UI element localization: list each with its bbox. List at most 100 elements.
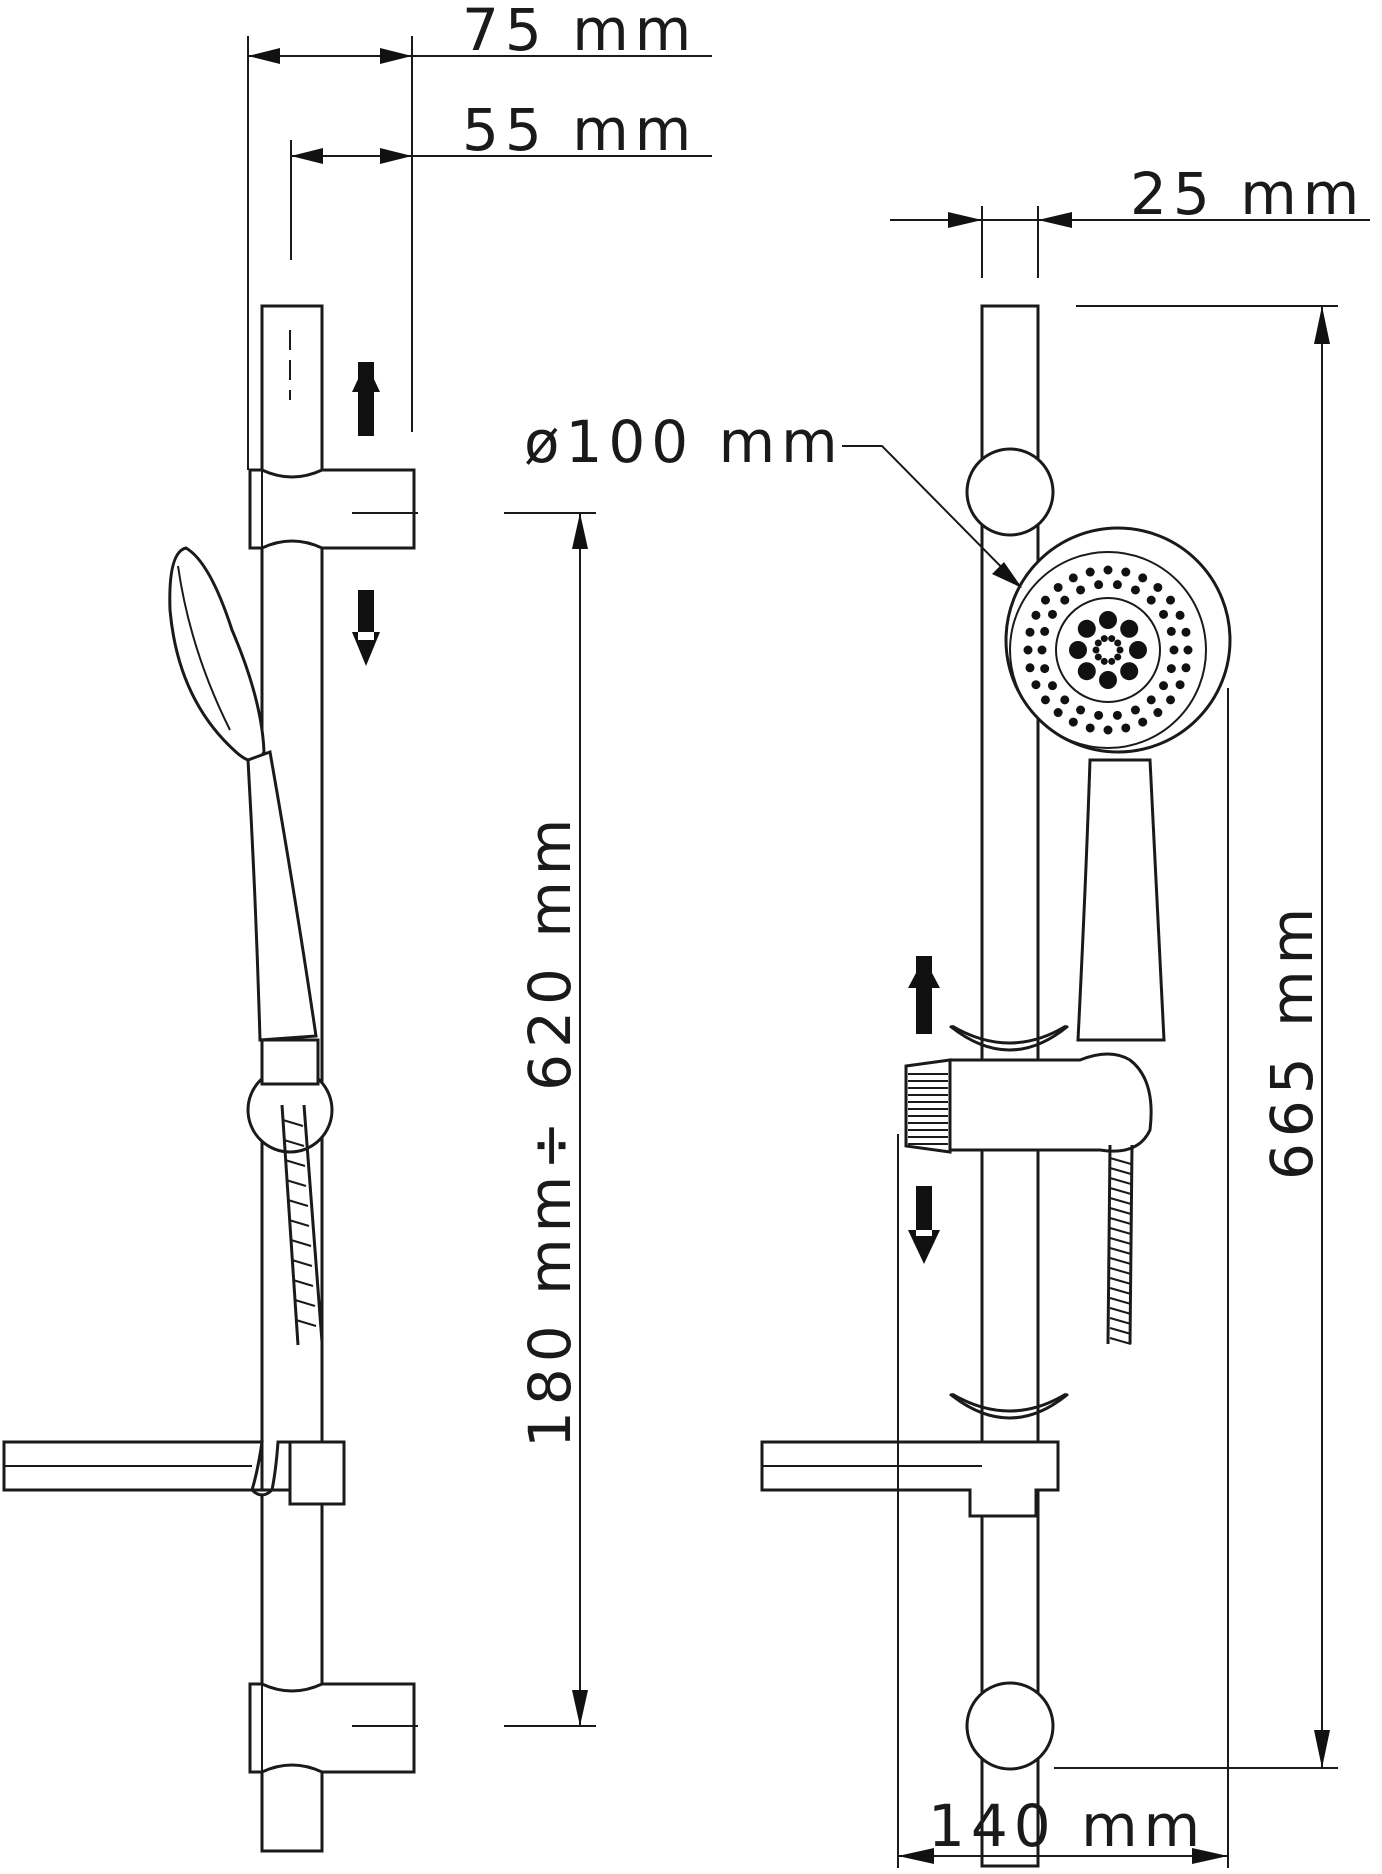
side-bottom-wall-bracket [248,1682,416,1774]
hose-coil [1109,1257,1132,1265]
spray-nozzle [1181,627,1191,637]
spray-nozzle [1085,567,1095,577]
spray-nozzle [1031,610,1041,620]
front-shower-holder [948,1052,1153,1153]
spray-nozzle [1159,609,1169,619]
spray-nozzle [1129,641,1147,659]
spray-nozzle [1099,611,1117,629]
side-shower-head [168,546,266,763]
spray-nozzle [1121,567,1131,577]
spray-nozzle [1040,626,1050,636]
side-view [2,304,416,1853]
spray-nozzle [1099,671,1117,689]
hose-coil [1109,1337,1132,1345]
front-top-bracket [965,447,1055,537]
spray-nozzle [1077,619,1096,638]
spray-nozzle [1100,657,1108,665]
dim-bracket-spacing: 180 mm÷ 620 mm [516,813,584,1448]
side-top-wall-bracket [248,468,416,550]
hose-coil [1109,1287,1132,1295]
front-slide-down-arrow [908,1186,940,1264]
spray-nozzle [1112,580,1122,590]
spray-nozzle [1100,635,1108,643]
spray-nozzle [1094,653,1102,661]
spray-nozzle [1069,641,1087,659]
hose-coil [1109,1177,1132,1185]
spray-nozzle [1068,717,1078,727]
spray-nozzle [1094,580,1104,590]
spray-nozzle [1166,626,1176,636]
dim-bar-diameter-lines [890,206,1370,278]
hose-coil [1109,1227,1132,1235]
spray-nozzle [1166,695,1176,705]
spray-nozzle [1175,680,1185,690]
spray-nozzle [1120,619,1139,638]
spray-nozzle [1040,595,1050,605]
spray-nozzle [1060,695,1070,705]
spray-nozzle [1060,595,1070,605]
spray-nozzle [1153,582,1163,592]
spray-nozzle [1103,725,1113,735]
spray-nozzle [1169,645,1179,655]
hose-coil [1109,1277,1132,1285]
spray-nozzle [1146,695,1156,705]
spray-nozzle [1120,662,1139,681]
spray-nozzle [1114,653,1122,661]
side-shower-handle [246,749,318,1042]
spray-nozzle [1153,708,1163,718]
spray-nozzle [1023,645,1033,655]
hose-coil [1109,1187,1132,1195]
spray-nozzle [1138,717,1148,727]
spray-nozzle [1076,705,1086,715]
dim-bracket-spacing-lines [352,512,596,1727]
spray-nozzle [1094,710,1104,720]
spray-nozzle [1116,646,1124,654]
hose-coil [1109,1217,1132,1225]
hose-coil [1109,1207,1132,1215]
front-view [760,304,1232,1868]
spray-nozzle [1040,664,1050,674]
dim-overall-depth: 75 mm [462,0,697,64]
front-shower-handle [1076,758,1166,1042]
front-slide-up-arrow [908,956,940,1034]
hose-coil [1109,1237,1132,1245]
spray-nozzle [1068,573,1078,583]
dim-overall-width: 140 mm [928,1792,1206,1860]
front-rotate-arrow-upper [949,1024,1069,1052]
hose-coil [1109,1267,1132,1275]
spray-nozzle [1047,609,1057,619]
spray-nozzle [1108,657,1116,665]
front-bottom-bracket [965,1681,1055,1771]
spray-nozzle [1130,705,1140,715]
front-hose [1106,1144,1134,1345]
dim-overall-width-lines [897,688,1229,1868]
front-soap-dish [760,1440,1060,1518]
dim-head-diameter: ø100 mm [524,408,844,476]
front-rotate-arrow-lower [949,1392,1069,1420]
hose-coil [1109,1157,1132,1165]
hose-coil [1109,1247,1132,1255]
spray-nozzle [1159,681,1169,691]
hose-coil [1109,1297,1132,1305]
spray-nozzle [1085,723,1095,733]
spray-nozzle [1040,695,1050,705]
spray-nozzle [1181,663,1191,673]
side-slide-up-arrow [352,362,380,436]
front-shower-head [1004,526,1232,754]
spray-nozzle [1031,680,1041,690]
side-hose [280,1104,324,1346]
spray-nozzle [1138,573,1148,583]
spray-nozzle [1076,585,1086,595]
spray-nozzle [1130,585,1140,595]
spray-nozzle [1047,681,1057,691]
spray-nozzle [1053,582,1063,592]
dim-head-diameter-leader [842,445,1022,588]
spray-nozzle [1112,710,1122,720]
side-slide-down-arrow [352,590,380,666]
hose-coil [1109,1197,1132,1205]
dim-depth-lines [247,36,712,470]
spray-nozzle [1146,595,1156,605]
spray-nozzle [1053,708,1063,718]
dim-bar-length: 665 mm [1258,902,1326,1180]
